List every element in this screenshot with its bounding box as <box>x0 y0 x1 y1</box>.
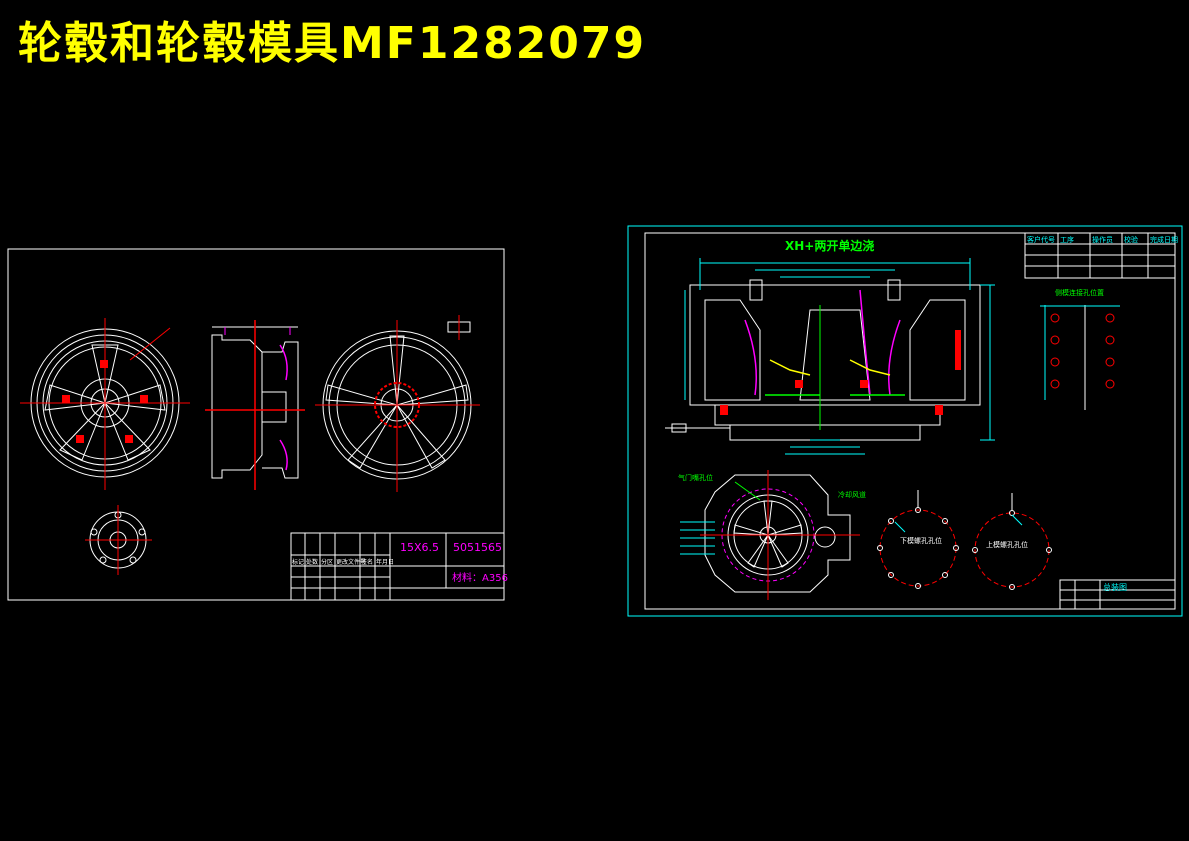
wheel-front-pockets <box>62 360 148 443</box>
right-sheet-inner-border <box>644 232 1176 610</box>
hub-detail-view <box>85 505 152 575</box>
right-title-block <box>1059 579 1176 610</box>
table-header-operator: 操作员 <box>1092 235 1113 244</box>
table-header-check: 校验 <box>1124 235 1138 244</box>
table-header-finish-date: 完成日期 <box>1150 235 1178 244</box>
upper-mold-hole-circle <box>972 493 1052 590</box>
wheel-section-view <box>211 326 299 479</box>
valve-detail <box>447 315 471 340</box>
upper-mold-hole-label: 上模螺孔孔位 <box>986 540 1028 549</box>
table-header-customer-code: 客户代号 <box>1027 235 1055 244</box>
title-block-header-change-doc: 更改文件号 <box>336 558 366 566</box>
table-header-process: 工序 <box>1060 235 1074 244</box>
side-hole-layout <box>1040 305 1120 410</box>
mold-plan-view <box>704 474 851 593</box>
title-block-header-signature: 签名 <box>361 558 373 566</box>
material-label: 材料：A356 <box>452 571 508 584</box>
mold-red-features <box>720 330 961 415</box>
left-sheet-border <box>7 248 505 601</box>
mold-dimension-lines <box>684 258 995 455</box>
lower-mold-hole-label: 下模螺孔孔位 <box>900 536 942 545</box>
wheel-section-accents <box>205 320 305 490</box>
title-block-header-date: 年月日 <box>376 558 394 566</box>
mold-heading: XH+两开单边浇 <box>785 238 874 253</box>
lower-mold-hole-circle <box>877 490 959 589</box>
left-drawing-sheet: 标记 处数 分区 更改文件号 签名 年月日 15X6.5 5051565 材料：… <box>7 248 508 601</box>
mold-cavity-accents <box>744 289 905 396</box>
wheel-rear-centerlines <box>315 320 480 492</box>
title-block-header-zone: 分区 <box>321 558 333 566</box>
drawing-code-label: 5051565 <box>453 541 502 554</box>
left-title-block-headers: 标记 处数 分区 更改文件号 签名 年月日 <box>292 558 394 566</box>
right-sheet-outer-border <box>627 225 1183 617</box>
valve-hole-label: 气门嘴孔位 <box>678 473 713 482</box>
right-drawing-sheet: XH+两开单边浇 客户代号 工序 操作员 校验 完成日期 <box>627 225 1183 617</box>
side-view-label: 侧模连接孔位置 <box>1055 288 1104 297</box>
title-block-header-mark: 标记 <box>292 558 304 566</box>
wheel-size-label: 15X6.5 <box>400 541 439 554</box>
left-title-block <box>290 532 505 601</box>
page-title: 轮毂和轮毂模具MF1282079 <box>18 18 647 69</box>
cooling-channel-label: 冷却风道 <box>838 490 866 499</box>
process-table <box>1024 232 1176 279</box>
assembly-drawing-label: 总装图 <box>1103 582 1127 592</box>
mold-section-view <box>665 279 981 441</box>
wheel-front-centerlines <box>20 318 190 490</box>
plan-view-accents <box>680 470 860 600</box>
process-table-headers: 客户代号 工序 操作员 校验 完成日期 <box>1027 235 1178 244</box>
title-block-header-count: 处数 <box>306 558 318 566</box>
